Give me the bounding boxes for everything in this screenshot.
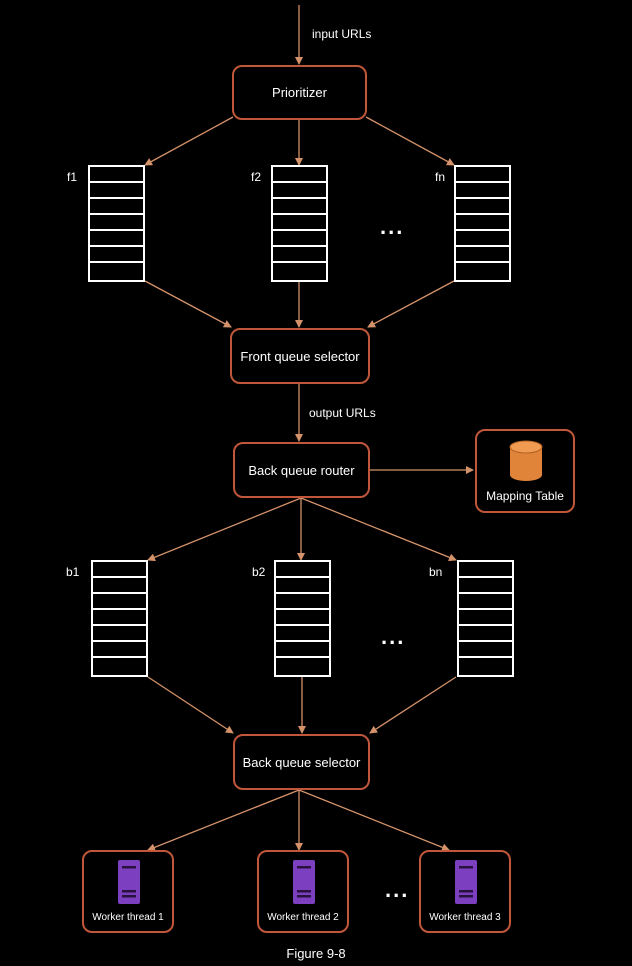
worker-ellipsis: ... <box>385 877 410 902</box>
front-queue-selector-label: Front queue selector <box>240 348 360 364</box>
arrow-fn-selector <box>367 280 455 328</box>
server-icon <box>118 860 140 904</box>
arrow-selector-worker1 <box>147 789 300 852</box>
front-queue-label-f2: f2 <box>251 170 262 184</box>
worker-thread-1-label: Worker thread 1 <box>92 912 164 923</box>
arrow-prioritizer-f1 <box>144 116 234 166</box>
front-queue-f2 <box>271 165 328 282</box>
back-queue-label-bn: bn <box>429 565 443 579</box>
arrow-b1-selector <box>147 676 234 734</box>
front-queue-selector-box[interactable]: Front queue selector <box>230 328 370 384</box>
back-queue-bn <box>457 560 514 677</box>
database-icon <box>509 440 543 481</box>
arrow-f1-selector <box>144 280 232 328</box>
back-queue-selector-label: Back queue selector <box>242 754 361 770</box>
output-urls-label: output URLs <box>309 406 376 420</box>
worker-thread-3-label: Worker thread 3 <box>429 912 501 923</box>
prioritizer-box[interactable]: Prioritizer <box>232 65 367 120</box>
front-queue-label-f1: f1 <box>67 170 78 184</box>
back-queue-label-b2: b2 <box>252 565 266 579</box>
server-icon <box>455 860 477 904</box>
mapping-table-box[interactable]: Mapping Table <box>475 429 575 513</box>
worker-thread-2-label: Worker thread 2 <box>267 912 339 923</box>
mapping-table-label: Mapping Table <box>486 489 564 503</box>
back-queue-label-b1: b1 <box>66 565 80 579</box>
back-queue-b1 <box>91 560 148 677</box>
arrow-bn-selector <box>369 676 457 734</box>
back-queue-ellipsis: ... <box>381 624 406 649</box>
worker-thread-2-box[interactable]: Worker thread 2 <box>257 850 349 933</box>
front-queue-fn <box>454 165 511 282</box>
input-urls-label: input URLs <box>312 27 372 41</box>
back-queue-router-box[interactable]: Back queue router <box>233 442 370 498</box>
worker-thread-1-box[interactable]: Worker thread 1 <box>82 850 174 933</box>
worker-thread-3-box[interactable]: Worker thread 3 <box>419 850 511 933</box>
front-queue-label-fn: fn <box>435 170 446 184</box>
arrow-selector-worker3 <box>298 789 450 852</box>
back-queue-selector-box[interactable]: Back queue selector <box>233 734 370 790</box>
figure-caption: Figure 9-8 <box>286 946 346 961</box>
arrow-router-b1 <box>147 497 302 562</box>
front-queue-ellipsis: ... <box>380 214 405 239</box>
arrow-router-bn <box>300 497 457 562</box>
front-queue-f1 <box>88 165 145 282</box>
server-icon <box>293 860 315 904</box>
prioritizer-label: Prioritizer <box>272 85 327 100</box>
back-queue-router-label: Back queue router <box>248 462 355 478</box>
arrow-prioritizer-fn <box>365 116 455 166</box>
back-queue-b2 <box>274 560 331 677</box>
